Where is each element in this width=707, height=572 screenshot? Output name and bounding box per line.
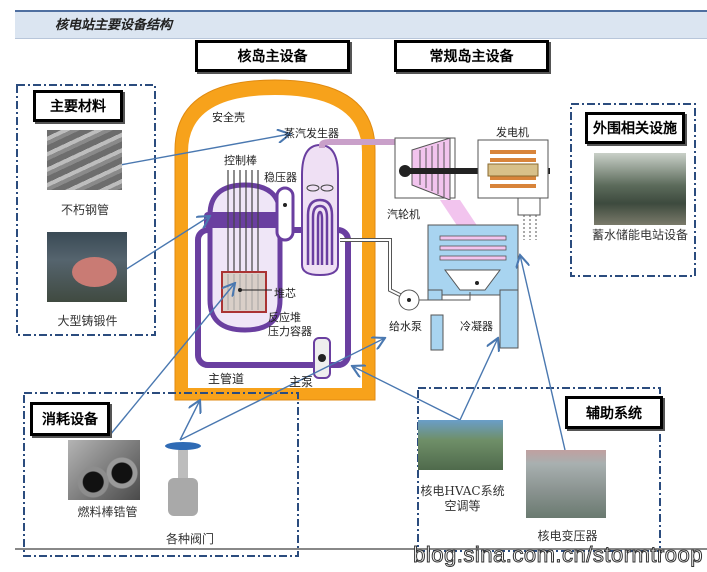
steam-generator	[301, 143, 339, 277]
label-pressurizer: 稳压器	[264, 171, 297, 184]
caption-hvac: 核电HVAC系统 空调等	[415, 484, 510, 514]
category-peripheral: 外围相关设施	[585, 112, 685, 144]
arrow-transformer-to-generator	[520, 255, 566, 451]
photo-stainless-pipe	[47, 130, 122, 190]
reactor-flange	[204, 212, 286, 228]
cooling-water-out	[499, 289, 519, 349]
photo-transformer	[526, 450, 606, 518]
steam-generator-tubes	[306, 198, 334, 265]
label-turbine: 汽轮机	[387, 208, 420, 221]
label-steam-generator: 蒸汽发生器	[284, 127, 339, 140]
photo-valve	[163, 440, 203, 520]
pressurizer	[275, 186, 295, 242]
label-rpv-line2: 压力容器	[268, 325, 312, 338]
arrow-valve-to-feedpump	[179, 338, 385, 441]
caption-transformer: 核电变压器	[537, 529, 598, 543]
exhaust-duct	[440, 200, 480, 230]
category-consumables: 消耗设备	[30, 402, 110, 436]
label-generator: 发电机	[496, 126, 529, 139]
label-containment: 安全壳	[212, 111, 245, 124]
arrow-cladding-to-core	[109, 283, 235, 436]
caption-pumped-storage: 蓄水储能电站设备	[591, 228, 688, 242]
watermark: blog.sina.com.cn/stormtroop	[413, 542, 703, 568]
arrow-valve-to-pipe	[179, 400, 200, 441]
label-rpv-line1: 反应堆	[268, 311, 301, 324]
header-bar	[15, 10, 707, 39]
label-core: 堆芯	[274, 287, 296, 300]
group-consumables	[23, 392, 299, 557]
label-rpv: 反应堆 压力容器	[268, 311, 312, 339]
arrow-forging-to-rpv	[124, 216, 210, 271]
caption-fuel-cladding: 燃料棒锆管	[77, 505, 138, 519]
steam-line	[319, 139, 403, 150]
category-main-materials: 主要材料	[33, 90, 123, 122]
photo-hvac	[418, 420, 503, 470]
category-nuclear-island: 核岛主设备	[195, 40, 350, 72]
caption-large-forgings: 大型铸锻件	[57, 314, 118, 328]
cooling-water-in	[427, 289, 443, 301]
reactor-core	[221, 271, 267, 313]
caption-hvac-line2: 空调等	[444, 499, 481, 513]
category-conventional-island: 常规岛主设备	[394, 40, 549, 72]
photo-fuel-cladding	[68, 440, 140, 500]
group-auxiliary	[417, 387, 661, 552]
caption-valves: 各种阀门	[165, 532, 214, 546]
control-rods	[227, 170, 259, 290]
arrow-hvac-to-pump	[352, 366, 461, 421]
group-peripheral	[570, 103, 696, 277]
label-feed-pump: 给水泵	[389, 320, 422, 333]
caption-hvac-line1: 核电HVAC系统	[420, 484, 505, 498]
label-control-rods: 控制棒	[224, 154, 257, 167]
generator-windings	[490, 150, 536, 188]
photo-large-forgings	[47, 232, 127, 302]
photo-pumped-storage	[594, 153, 686, 225]
label-main-pipe: 主管道	[208, 372, 245, 386]
group-main-materials	[16, 84, 156, 336]
connector-arrows	[109, 134, 566, 451]
label-main-pump: 主泵	[289, 375, 314, 389]
caption-stainless-pipe: 不朽钢管	[60, 203, 109, 217]
category-auxiliary: 辅助系统	[565, 396, 663, 429]
arrow-pipe-to-sg	[119, 134, 290, 166]
footer-line	[15, 548, 707, 550]
turbine-shaft	[400, 168, 550, 174]
label-condenser: 冷凝器	[460, 320, 493, 333]
arrow-hvac-to-condenser	[459, 338, 498, 421]
page-title: 核电站主要设备结构	[55, 18, 173, 33]
